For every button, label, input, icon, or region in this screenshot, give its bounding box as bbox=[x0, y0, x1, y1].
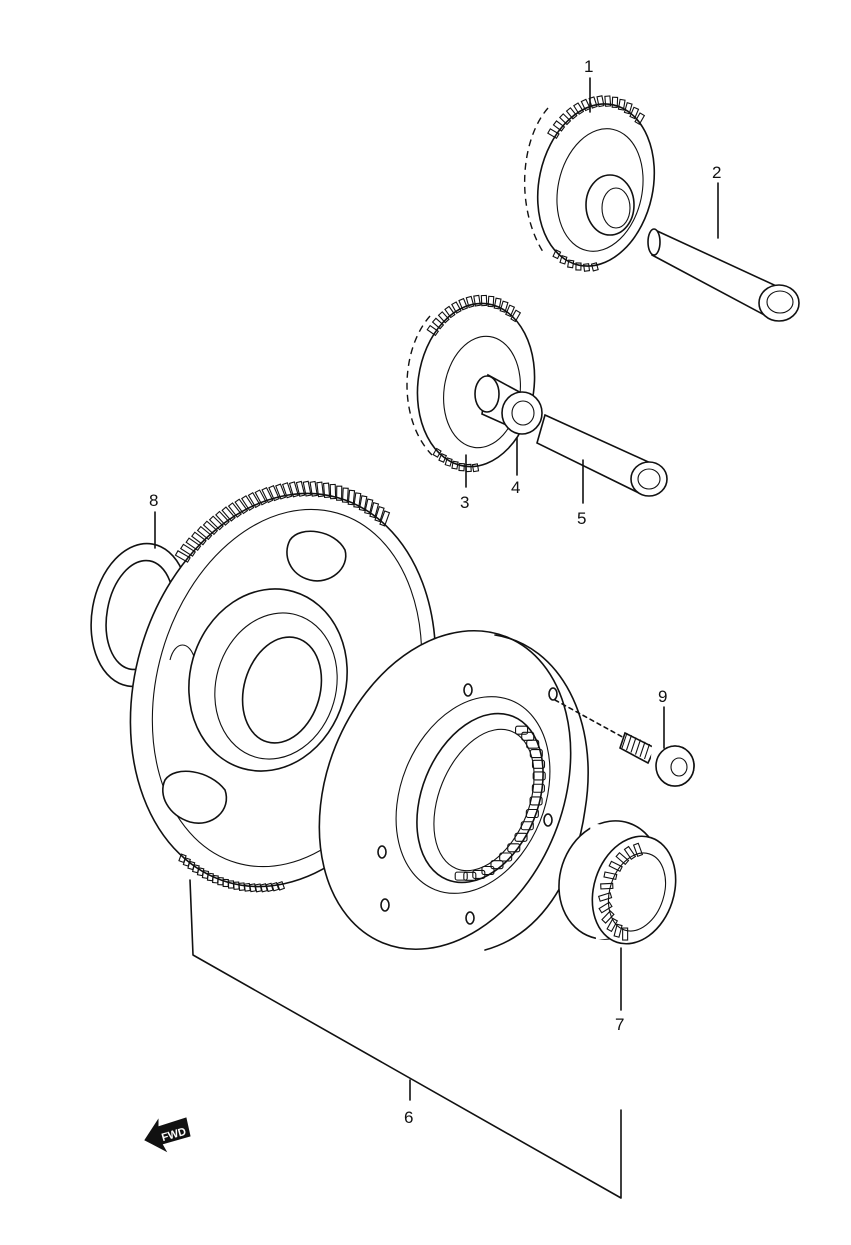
idler-gear-1 bbox=[523, 95, 656, 272]
bushing-4 bbox=[474, 373, 543, 435]
bolt-9 bbox=[554, 699, 695, 787]
leader-lines bbox=[154, 77, 719, 1199]
needle-bearing-7 bbox=[558, 820, 677, 945]
shaft-2 bbox=[647, 228, 800, 322]
label-part-8: 8 bbox=[149, 491, 158, 510]
label-part-2: 2 bbox=[712, 163, 721, 182]
shaft-5 bbox=[536, 413, 668, 497]
label-part-3: 3 bbox=[460, 493, 469, 512]
label-part-7: 7 bbox=[615, 1015, 624, 1034]
part-labels: 1 2 3 4 5 6 7 8 9 bbox=[149, 57, 721, 1127]
label-part-6: 6 bbox=[404, 1108, 413, 1127]
clutch-body bbox=[318, 629, 589, 951]
label-part-1: 1 bbox=[584, 57, 593, 76]
label-part-4: 4 bbox=[511, 478, 520, 497]
label-part-5: 5 bbox=[577, 509, 586, 528]
fwd-arrow-icon: FWD bbox=[144, 1117, 191, 1153]
label-part-9: 9 bbox=[658, 687, 667, 706]
